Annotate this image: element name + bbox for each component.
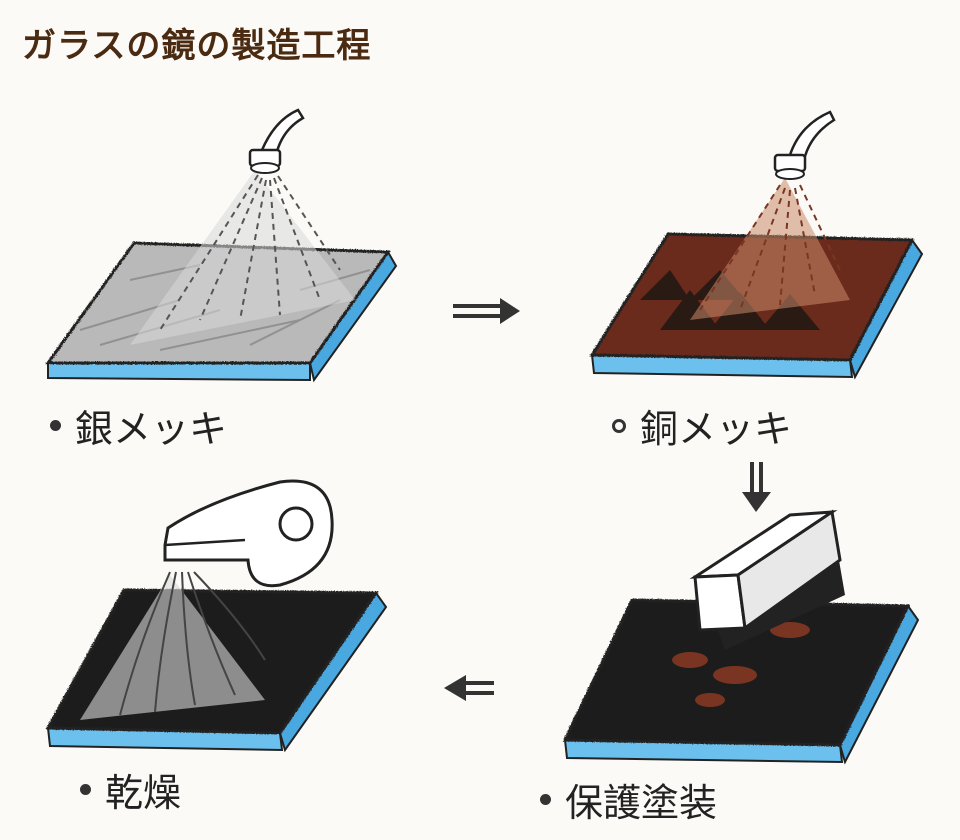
step-label-text: 保護塗装 xyxy=(565,781,718,825)
step-protective-coating-label: 保護塗装 xyxy=(540,772,717,827)
step-copper-plating-illustration xyxy=(589,110,924,380)
diagram-title: ガラスの鏡の製造工程 xyxy=(22,26,372,66)
step-label-text: 銀メッキ xyxy=(75,407,228,451)
arrow-left-icon xyxy=(444,675,494,701)
bullet-icon xyxy=(50,420,61,431)
step-drying-label: 乾燥 xyxy=(80,762,181,817)
step-silver-plating-illustration xyxy=(45,108,398,383)
step-label-text: 銅メッキ xyxy=(640,407,793,451)
step-protective-coating-illustration xyxy=(562,509,920,765)
bullet-icon xyxy=(540,794,551,805)
arrow-right-icon xyxy=(453,298,520,324)
step-drying-illustration xyxy=(45,479,388,753)
step-silver-plating-label: 銀メッキ xyxy=(50,398,227,453)
arrow-down-icon xyxy=(742,462,771,512)
step-label-text: 乾燥 xyxy=(105,771,182,815)
step-copper-plating-label: 銅メッキ xyxy=(612,398,792,453)
bullet-icon xyxy=(612,418,626,433)
bullet-icon xyxy=(80,784,91,795)
